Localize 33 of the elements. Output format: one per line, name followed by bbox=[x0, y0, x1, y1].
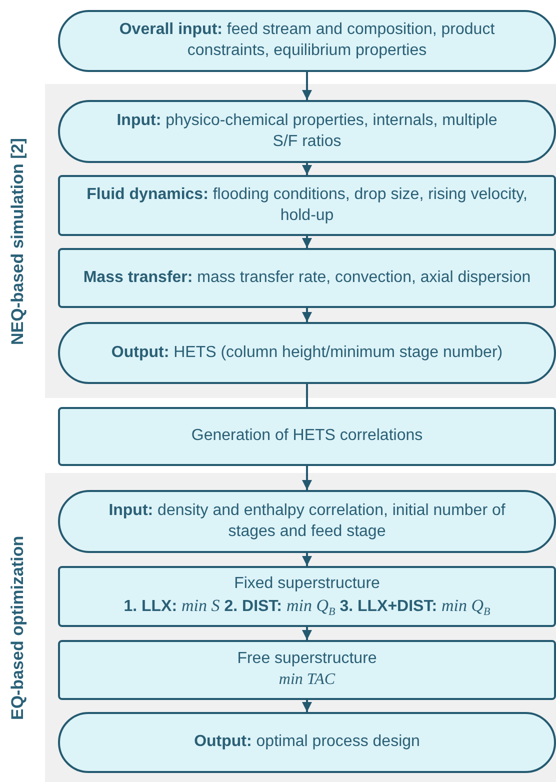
connector-line bbox=[306, 384, 308, 407]
step-text: Overall input: feed stream and composition, product constraints, equilibrium properties bbox=[118, 20, 496, 61]
step-text: Generation of HETS correlations bbox=[191, 426, 423, 446]
terminal-box bbox=[58, 322, 556, 384]
step-text: Fixed superstructure bbox=[234, 574, 380, 594]
arrow bbox=[302, 308, 312, 322]
arrow bbox=[302, 163, 312, 175]
step-text: 1. LLX: min S 2. DIST: min Q$_{B}$ 3. LLX+DIST: min Q$_{B}$ bbox=[124, 594, 490, 620]
terminal-box bbox=[58, 490, 556, 553]
step-text: Mass transfer: mass transfer rate, convection, axial dispersion bbox=[83, 268, 531, 288]
arrow bbox=[302, 72, 312, 100]
terminal-box bbox=[58, 10, 556, 72]
process-box bbox=[58, 566, 556, 627]
arrow bbox=[302, 466, 312, 490]
step-text: Fluid dynamics: flooding conditions, drop size, rising velocity, hold-up bbox=[86, 184, 528, 226]
step-text: Output: HETS (column height/minimum stage number) bbox=[111, 342, 503, 363]
step-text: Free superstructure bbox=[237, 649, 377, 670]
formula-text: min TAC bbox=[278, 670, 336, 690]
process-box bbox=[58, 640, 556, 700]
section-label: NEQ-based simulation [2] bbox=[8, 138, 28, 344]
terminal-box bbox=[58, 100, 556, 163]
step-text: Input: physico-chemical properties, internals, multiple S/F ratios bbox=[116, 110, 498, 152]
step-text: Output: optimal process design bbox=[194, 732, 420, 752]
terminal-box bbox=[58, 712, 556, 773]
process-box bbox=[58, 407, 556, 466]
arrow bbox=[302, 236, 312, 248]
arrow bbox=[302, 700, 312, 712]
process-box bbox=[58, 248, 556, 308]
arrow bbox=[302, 627, 312, 640]
step-text: Input: density and enthalpy correlation, initial number of stages and feed stage bbox=[108, 500, 506, 542]
section-label: EQ-based optimization bbox=[8, 535, 28, 720]
arrow bbox=[302, 553, 312, 566]
process-box bbox=[58, 175, 556, 236]
